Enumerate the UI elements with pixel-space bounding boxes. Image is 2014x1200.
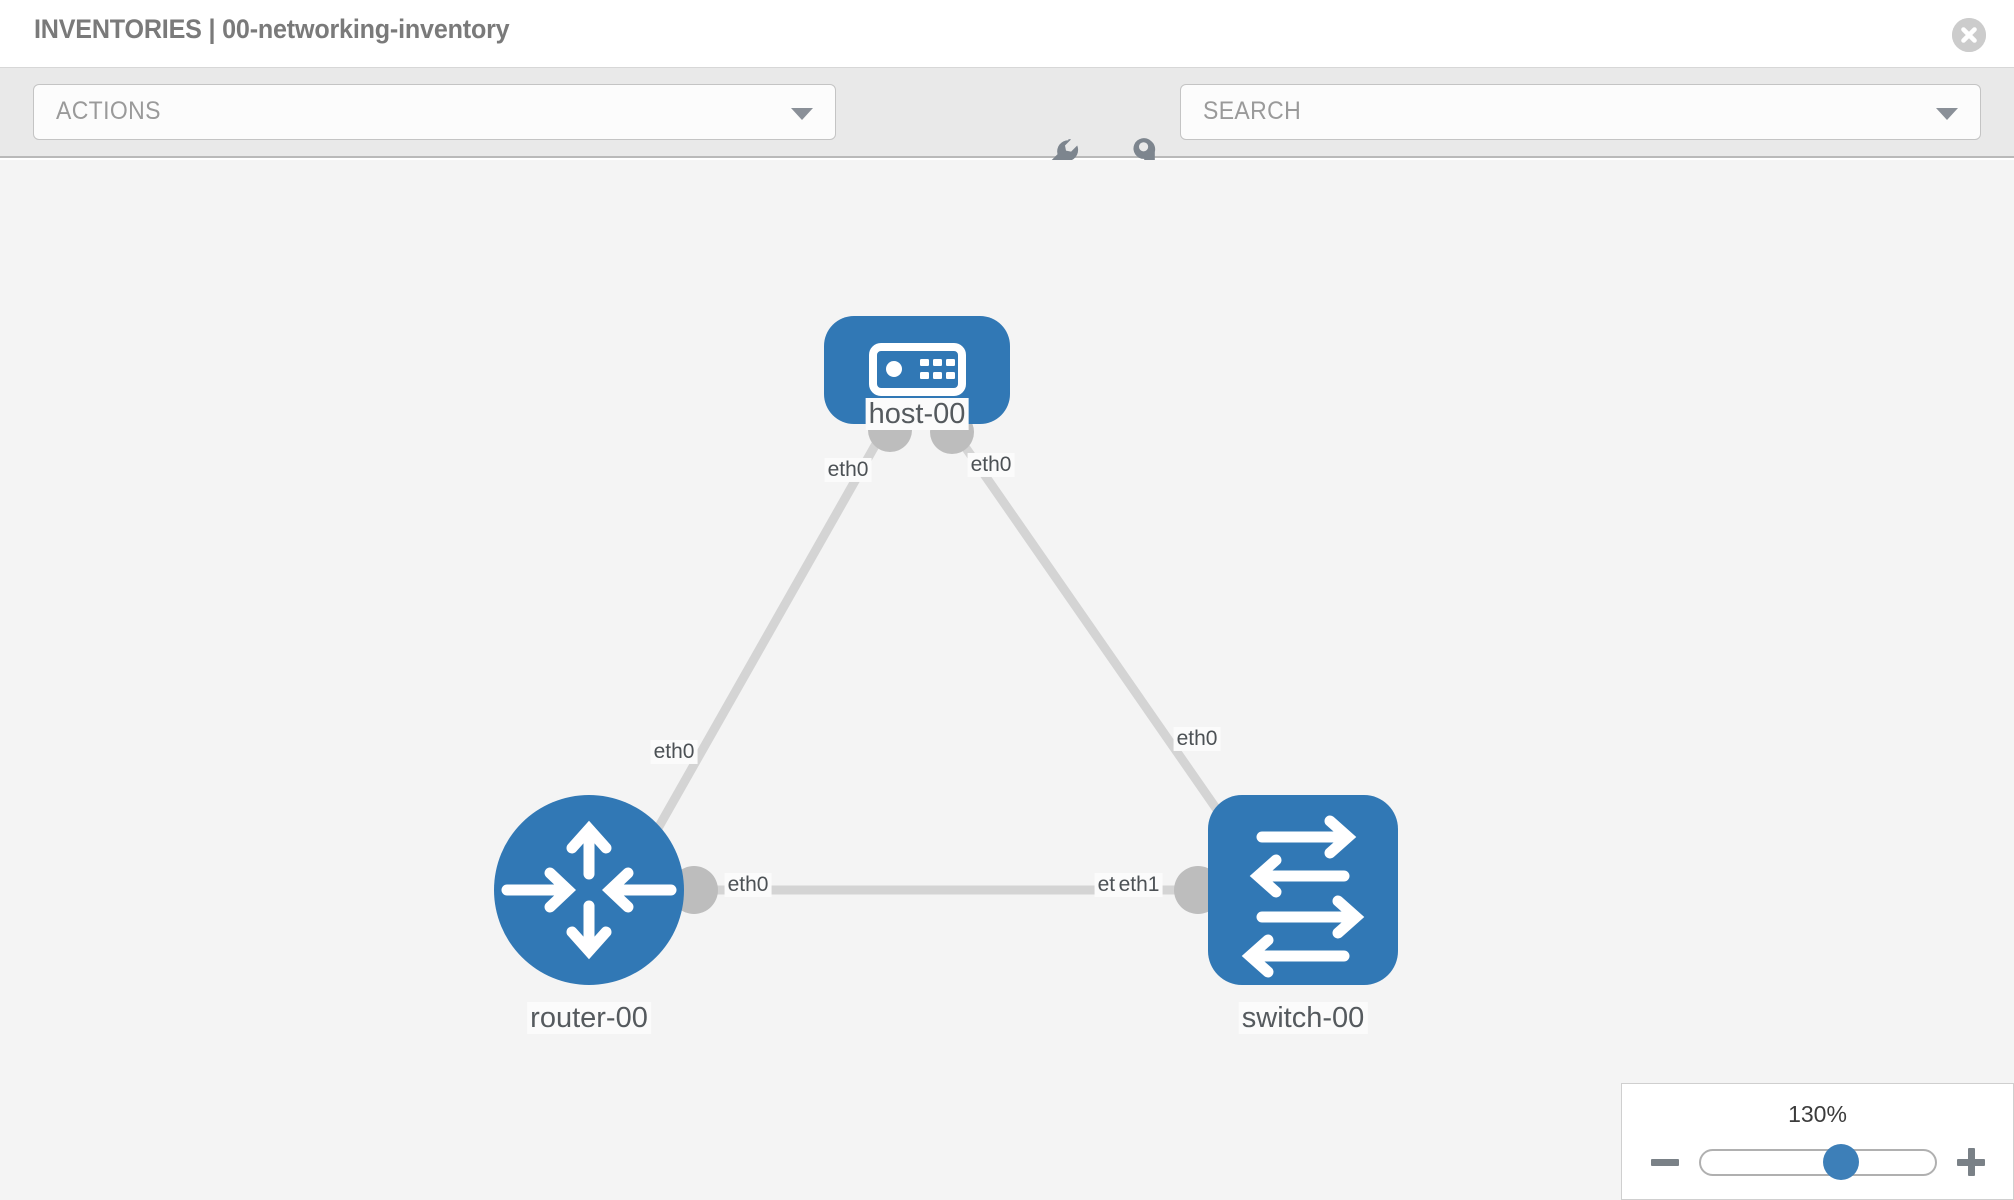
actions-dropdown-label: ACTIONS [56, 97, 161, 125]
zoom-slider[interactable] [1698, 1144, 1937, 1180]
interface-label: eth0 [824, 457, 872, 483]
four-arrows-icon [501, 820, 677, 960]
zoom-slider-handle[interactable] [1822, 1144, 1859, 1180]
search-placeholder: SEARCH [1203, 97, 1302, 125]
page-header: INVENTORIES | 00-networking-inventory [0, 0, 2014, 68]
node-host-00[interactable] [824, 316, 1010, 424]
interface-label: eth0 [650, 739, 698, 765]
topology-graph [494, 316, 1398, 985]
switch-arrows-icon [1241, 815, 1365, 978]
node-router-00[interactable] [494, 795, 684, 985]
chevron-down-icon [791, 108, 813, 120]
interface-label: eth1 [1115, 872, 1163, 898]
node-label-host-00[interactable]: host-00 [865, 398, 969, 431]
toolbar: ACTIONS SEARCH [0, 68, 2014, 173]
link-host00-switch00[interactable] [948, 425, 1249, 853]
key-icon[interactable] [1124, 136, 1164, 176]
zoom-level-value: 130% [1788, 1101, 1847, 1127]
zoom-control-panel: 130% [1621, 1083, 2014, 1200]
interface-label: eth0 [724, 872, 772, 898]
link-host00-router00[interactable] [636, 425, 889, 863]
zoom-in-button[interactable] [1954, 1145, 1988, 1179]
chevron-down-icon [1936, 108, 1958, 120]
node-label-switch-00[interactable]: switch-00 [1238, 1002, 1368, 1035]
node-switch-00[interactable] [1208, 795, 1398, 985]
server-device-icon [869, 343, 966, 396]
node-label-router-00[interactable]: router-00 [527, 1002, 651, 1035]
zoom-slider-row [1622, 1140, 2013, 1184]
link-endpoints [670, 408, 1264, 914]
interface-label: eth0 [967, 452, 1015, 478]
close-icon[interactable] [1952, 18, 1986, 52]
search-input[interactable]: SEARCH [1180, 84, 1981, 140]
topology-canvas[interactable]: host-00 router-00 switch-00 eth0 eth0 et… [0, 160, 2014, 1200]
actions-dropdown[interactable]: ACTIONS [33, 84, 836, 140]
zoom-out-button[interactable] [1648, 1145, 1682, 1179]
page-title: INVENTORIES | 00-networking-inventory [34, 14, 510, 44]
interface-label: eth0 [1173, 726, 1221, 752]
topology-links [636, 425, 1249, 895]
